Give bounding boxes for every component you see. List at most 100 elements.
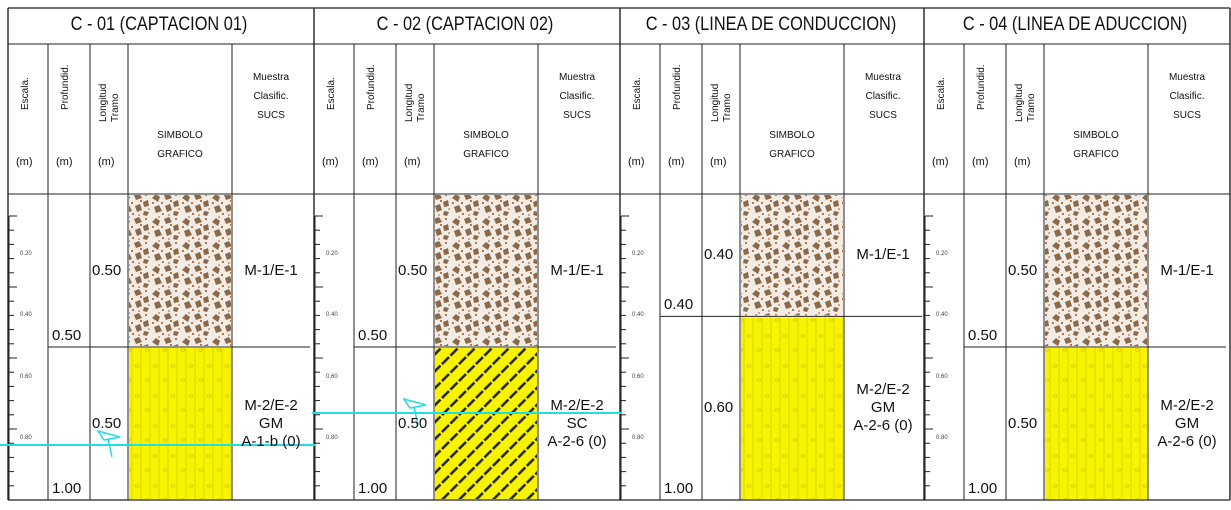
header-escala: Escala. xyxy=(936,77,947,110)
scale-tick-label: 0.80 xyxy=(20,434,32,441)
profile-title: C - 02 (CAPTACION 02) xyxy=(376,14,554,35)
header-simbolo: SIMBOLO xyxy=(157,130,203,141)
header-profundidad: Profundid. xyxy=(672,64,683,110)
layer-length: 0.50 xyxy=(398,261,428,279)
header-profundidad: Profundid. xyxy=(366,64,377,110)
soil-layer-symbol xyxy=(1045,195,1147,346)
depth-value: 1.00 xyxy=(358,480,388,497)
header-longitud-tramo: Longitud Tramo xyxy=(710,83,733,122)
scale-tick-label: 0.40 xyxy=(326,312,338,319)
layer-sample: A-2-6 (0) xyxy=(547,432,607,450)
layer-sample: M-1/E-1 xyxy=(1160,261,1214,279)
profile-title: C - 03 (LINEA DE CONDUCCION) xyxy=(645,14,897,35)
unit-label: (m) xyxy=(16,156,33,168)
header-muestra: Muestra xyxy=(1168,72,1206,83)
unit-label: (m) xyxy=(404,156,421,168)
header-escala: Escala. xyxy=(20,77,31,110)
scale-tick-label: 0.60 xyxy=(326,373,338,380)
scale-tick-label: 0.80 xyxy=(632,434,644,441)
header-simbolo: SIMBOLO xyxy=(1073,130,1119,141)
layer-sample: GM xyxy=(1174,414,1200,432)
depth-value: 0.40 xyxy=(664,296,694,314)
scale-tick-label: 0.40 xyxy=(936,312,948,319)
header-muestra: Clasific. xyxy=(865,91,901,102)
layer-sample: GM xyxy=(870,399,896,417)
unit-label: (m) xyxy=(628,156,645,168)
depth-value: 0.50 xyxy=(968,327,998,344)
header-muestra: SUCS xyxy=(869,110,897,121)
layer-sample: M-1/E-1 xyxy=(856,246,910,264)
layer-length: 0.50 xyxy=(1008,414,1038,432)
unit-label: (m) xyxy=(362,156,379,168)
layer-sample: M-2/E-2 xyxy=(244,396,298,414)
header-muestra: Muestra xyxy=(558,72,596,83)
scale-tick-label: 0.20 xyxy=(326,251,338,258)
layer-length: 0.50 xyxy=(92,261,122,279)
header-muestra: SUCS xyxy=(1173,110,1201,121)
header-escala: Escala. xyxy=(632,77,643,110)
scale-tick-label: 0.40 xyxy=(632,312,644,319)
scale-tick-label: 0.80 xyxy=(936,434,948,441)
depth-value: 1.00 xyxy=(664,480,694,497)
profile-title: C - 04 (LINEA DE ADUCCION) xyxy=(962,14,1188,35)
soil-layer-symbol xyxy=(1045,348,1147,499)
unit-label: (m) xyxy=(1014,156,1031,168)
header-simbolo: SIMBOLO xyxy=(463,130,509,141)
header-simbolo: SIMBOLO xyxy=(769,130,815,141)
header-muestra: SUCS xyxy=(257,110,285,121)
header-profundidad: Profundid. xyxy=(60,64,71,110)
layer-sample: SC xyxy=(566,414,588,432)
soil-layer-symbol xyxy=(129,195,231,346)
header-profundidad: Profundid. xyxy=(976,64,987,110)
unit-label: (m) xyxy=(972,156,989,168)
depth-value: 1.00 xyxy=(52,480,82,497)
unit-label: (m) xyxy=(710,156,727,168)
layer-sample: M-1/E-1 xyxy=(550,261,604,279)
scale-tick-label: 0.20 xyxy=(20,251,32,258)
header-muestra: Muestra xyxy=(864,72,902,83)
header-longitud-tramo: Longitud Tramo xyxy=(1014,83,1037,122)
soil-layer-symbol xyxy=(435,195,537,346)
header-muestra: Muestra xyxy=(252,72,290,83)
depth-value: 0.50 xyxy=(358,327,388,344)
header-simbolo: GRAFICO xyxy=(463,149,509,160)
layer-sample: A-1-b (0) xyxy=(241,432,301,450)
layer-sample: M-1/E-1 xyxy=(244,261,298,279)
header-simbolo: GRAFICO xyxy=(1073,149,1119,160)
layer-length: 0.50 xyxy=(92,414,122,432)
layer-length: 0.60 xyxy=(704,399,734,417)
header-escala: Escala. xyxy=(326,77,337,110)
header-muestra: Clasific. xyxy=(253,91,289,102)
unit-label: (m) xyxy=(322,156,339,168)
layer-sample: GM xyxy=(258,414,284,432)
soil-layer-symbol xyxy=(741,317,843,499)
soil-layer-symbol xyxy=(741,195,843,316)
layer-sample: M-2/E-2 xyxy=(856,381,910,399)
header-simbolo: GRAFICO xyxy=(157,149,203,160)
scale-tick-label: 0.80 xyxy=(326,434,338,441)
layer-sample: A-2-6 (0) xyxy=(1157,432,1217,450)
header-muestra: Clasific. xyxy=(559,91,595,102)
layer-length: 0.50 xyxy=(398,414,428,432)
unit-label: (m) xyxy=(668,156,685,168)
depth-value: 0.50 xyxy=(52,327,82,344)
layer-sample: A-2-6 (0) xyxy=(853,417,913,435)
header-muestra: SUCS xyxy=(563,110,591,121)
layer-length: 0.40 xyxy=(704,246,734,264)
scale-tick-label: 0.20 xyxy=(632,251,644,258)
header-longitud-tramo: Longitud Tramo xyxy=(98,83,121,122)
water-table-marker xyxy=(402,397,427,426)
scale-tick-label: 0.40 xyxy=(20,312,32,319)
unit-label: (m) xyxy=(98,156,115,168)
layer-length: 0.50 xyxy=(1008,261,1038,279)
profile-title: C - 01 (CAPTACION 01) xyxy=(70,14,248,35)
header-longitud-tramo: Longitud Tramo xyxy=(404,83,427,122)
scale-tick-label: 0.20 xyxy=(936,251,948,258)
water-table-marker xyxy=(96,429,121,458)
header-muestra: Clasific. xyxy=(1169,91,1205,102)
scale-tick-label: 0.60 xyxy=(632,373,644,380)
layer-sample: M-2/E-2 xyxy=(1160,396,1214,414)
soil-layer-symbol xyxy=(435,348,537,499)
